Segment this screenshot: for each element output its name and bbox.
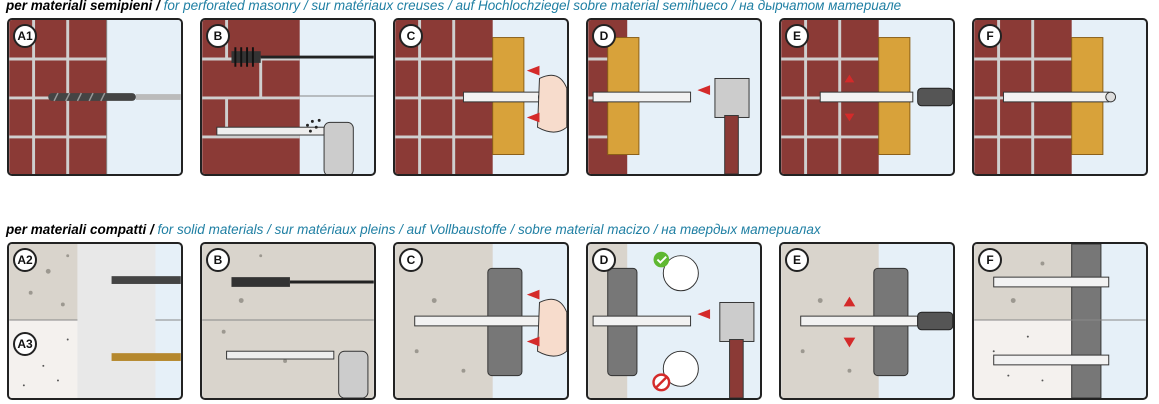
step-panel-top-e: E <box>779 18 955 176</box>
step-panel-top-c: C <box>393 18 569 176</box>
step-label-bottom-b: B <box>206 248 230 272</box>
step-label-bottom-c: C <box>399 248 423 272</box>
step-panel-bottom-f: F <box>972 242 1148 400</box>
prohibited-icon <box>652 350 699 392</box>
heading-perforated-translations: for perforated masonry / sur matériaux c… <box>159 0 902 13</box>
screwdriver-icon <box>917 311 953 331</box>
hand-icon <box>537 298 567 357</box>
check-icon <box>653 251 699 292</box>
step-panel-bottom-c: C <box>393 242 569 400</box>
heading-solid: per materiali compatti / for solid mater… <box>6 222 821 237</box>
step-label-top-c: C <box>399 24 423 48</box>
drill-bit-icon <box>111 276 181 361</box>
step-panel-top-d: D <box>586 18 762 176</box>
blower-icon <box>216 118 354 174</box>
heading-solid-bold: per materiali compatti / <box>6 222 154 237</box>
step-panel-top-b: B <box>200 18 376 176</box>
screwdriver-icon <box>917 87 953 107</box>
hammer-icon <box>719 301 755 398</box>
solid-cleaning-illustration <box>202 244 374 398</box>
step-label-top-f: F <box>978 24 1002 48</box>
step-panel-bottom-a2-a3: A2 A3 <box>7 242 183 400</box>
step-label-a3: A3 <box>13 332 37 356</box>
step-panel-top-a1: A1 <box>7 18 183 176</box>
heading-perforated-bold: per materiali semipieni / <box>6 0 160 13</box>
step-panel-bottom-e: E <box>779 242 955 400</box>
heading-solid-translations: for solid materials / sur matériaux plei… <box>153 222 821 237</box>
step-label-bottom-d: D <box>592 248 616 272</box>
step-label-top-e: E <box>785 24 809 48</box>
perforated-screwing-illustration <box>781 20 953 174</box>
step-panel-top-f: F <box>972 18 1148 176</box>
step-label-top-b: B <box>206 24 230 48</box>
blower-icon <box>226 350 369 398</box>
heading-perforated: per materiali semipieni / for perforated… <box>6 0 901 13</box>
step-panel-bottom-d: D <box>586 242 762 400</box>
drill-bit-icon <box>48 92 181 102</box>
step-label-bottom-e: E <box>785 248 809 272</box>
brush-icon <box>231 47 374 67</box>
perforated-hammering-illustration <box>588 20 750 174</box>
solid-anchor-insertion-illustration <box>395 244 567 398</box>
step-label-a2: A2 <box>13 248 37 272</box>
perforated-fixed-illustration <box>974 20 1117 174</box>
hand-icon <box>537 74 567 133</box>
solid-drilling-illustration <box>9 244 181 398</box>
perforated-brick-drilling-illustration <box>9 20 181 174</box>
perforated-brick-cleaning-illustration <box>202 20 374 174</box>
step-panel-bottom-b: B <box>200 242 376 400</box>
solid-fixed-illustration <box>974 244 1146 398</box>
step-label-top-d: D <box>592 24 616 48</box>
perforated-anchor-insertion-illustration <box>395 20 567 174</box>
solid-screwing-illustration <box>781 244 953 398</box>
solid-hammering-illustration <box>588 244 755 398</box>
step-label-a1: A1 <box>13 24 37 48</box>
anchor-icon <box>414 315 540 327</box>
hammer-icon <box>714 77 750 174</box>
step-label-bottom-f: F <box>978 248 1002 272</box>
brush-icon <box>231 277 374 287</box>
anchor-icon <box>462 91 549 103</box>
